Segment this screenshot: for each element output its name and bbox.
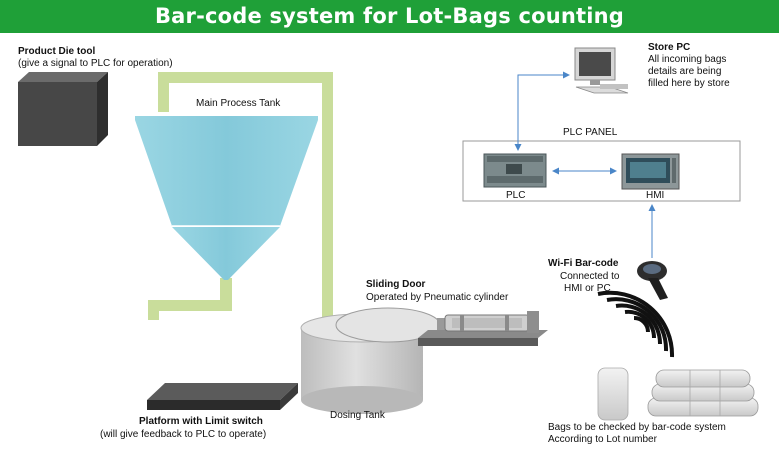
product-die-tool-icon xyxy=(18,72,108,146)
die-tool-title: Product Die tool xyxy=(18,46,96,57)
wifi-barcode-description-2: HMI or PC xyxy=(564,283,611,294)
plc-device-icon xyxy=(483,153,547,188)
store-pc-description-1: All incoming bags xyxy=(648,54,727,65)
pneumatic-cylinder-icon xyxy=(418,311,548,346)
sliding-door-description: Operated by Pneumatic cylinder xyxy=(366,292,509,303)
diagram-title: Bar-code system for Lot-Bags counting xyxy=(0,0,779,33)
bags-description-1: Bags to be checked by bar-code system xyxy=(548,422,726,433)
platform-description: (will give feedback to PLC to operate) xyxy=(100,429,267,440)
connection-arrows xyxy=(514,71,656,258)
hmi-screen-icon xyxy=(621,153,680,190)
main-process-tank-icon xyxy=(135,116,318,280)
feed-pipe xyxy=(148,72,333,340)
main-tank-label: Main Process Tank xyxy=(196,98,281,109)
sliding-door-title: Sliding Door xyxy=(366,279,426,290)
hmi-label: HMI xyxy=(646,190,665,201)
dosing-tank-icon xyxy=(300,307,441,414)
store-pc-description-2: details are being xyxy=(648,66,722,77)
dosing-tank-label: Dosing Tank xyxy=(330,410,385,421)
wifi-barcode-description-1: Connected to xyxy=(560,271,620,282)
barcode-scanner-icon xyxy=(637,261,668,300)
store-pc-description-3: filled here by store xyxy=(648,78,730,89)
store-pc-title: Store PC xyxy=(648,42,691,53)
platform-icon xyxy=(147,383,298,410)
cement-bags-icon xyxy=(597,367,759,421)
wifi-signal-icon xyxy=(597,290,675,358)
store-pc-icon xyxy=(574,47,629,94)
die-tool-description: (give a signal to PLC for operation) xyxy=(18,58,173,69)
platform-title: Platform with Limit switch xyxy=(139,416,263,427)
bags-description-2: According to Lot number xyxy=(548,434,657,445)
plc-label: PLC xyxy=(506,190,526,201)
plc-panel-label: PLC PANEL xyxy=(563,127,618,138)
wifi-barcode-title: Wi-Fi Bar-code xyxy=(548,258,619,269)
